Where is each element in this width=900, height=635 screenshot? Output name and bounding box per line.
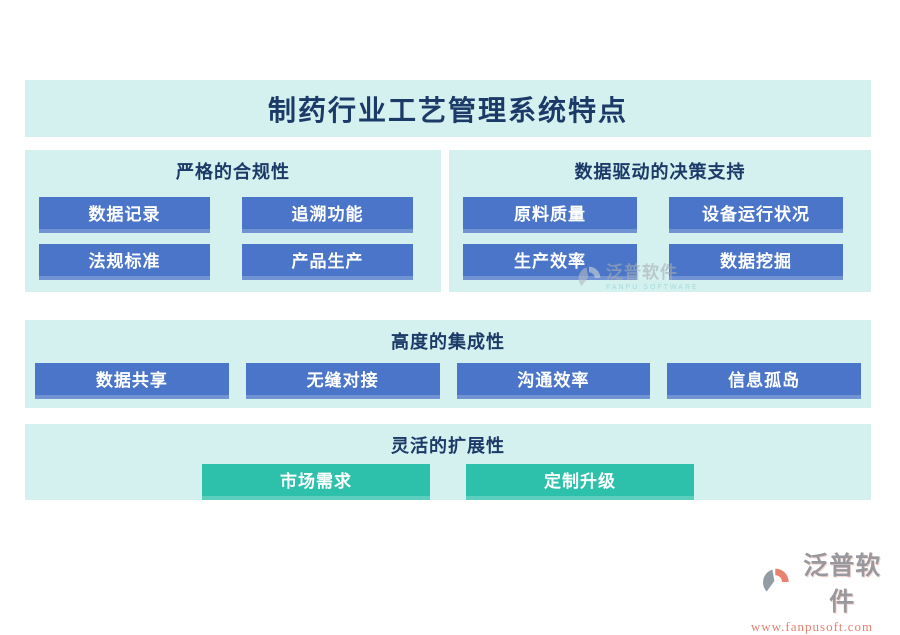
button-product-production[interactable]: 产品生产 (242, 244, 413, 280)
panel-integration-title: 高度的集成性 (391, 332, 505, 352)
footer-brand-url[interactable]: www.fanpusoft.com (750, 619, 874, 634)
panel-compliance-title: 严格的合规性 (176, 162, 290, 182)
button-information-silo[interactable]: 信息孤岛 (667, 363, 861, 399)
panel-decision-support: 数据驱动的决策支持 原料质量 设备运行状况 生产效率 数据挖掘 (449, 150, 871, 292)
panel-integration-buttons: 数据共享 无缝对接 沟通效率 信息孤岛 (25, 354, 871, 399)
panel-integration: 高度的集成性 数据共享 无缝对接 沟通效率 信息孤岛 (25, 320, 871, 408)
button-seamless-integration[interactable]: 无缝对接 (245, 363, 440, 399)
infographic: 制药行业工艺管理系统特点 严格的合规性 数据记录 追溯功能 法规标准 产品生产 … (25, 80, 880, 634)
title-banner: 制药行业工艺管理系统特点 (25, 80, 871, 137)
button-data-recording[interactable]: 数据记录 (39, 197, 210, 233)
button-equipment-status[interactable]: 设备运行状况 (669, 197, 843, 233)
panel-decision-buttons: 原料质量 设备运行状况 生产效率 数据挖掘 (449, 184, 871, 280)
button-data-mining[interactable]: 数据挖掘 (669, 244, 843, 280)
panel-compliance: 严格的合规性 数据记录 追溯功能 法规标准 产品生产 (25, 150, 441, 292)
button-market-demand[interactable]: 市场需求 (202, 464, 430, 500)
button-production-efficiency[interactable]: 生产效率 (463, 244, 637, 280)
page-title: 制药行业工艺管理系统特点 (267, 95, 628, 127)
button-traceability[interactable]: 追溯功能 (242, 197, 413, 233)
panel-compliance-buttons: 数据记录 追溯功能 法规标准 产品生产 (25, 184, 441, 280)
footer-brand-row: 泛普软件 (732, 546, 892, 618)
button-material-quality[interactable]: 原料质量 (463, 197, 637, 233)
panel-extensibility-title: 灵活的扩展性 (391, 436, 505, 456)
fanpu-logo-icon (763, 568, 789, 592)
panel-extensibility: 灵活的扩展性 市场需求 定制升级 (25, 424, 871, 500)
button-custom-upgrade[interactable]: 定制升级 (466, 464, 694, 500)
panel-decision-title: 数据驱动的决策支持 (574, 162, 746, 182)
button-communication-efficiency[interactable]: 沟通效率 (456, 363, 651, 399)
footer-brand-name: 泛普软件 (803, 553, 882, 616)
button-regulation-standards[interactable]: 法规标准 (39, 244, 210, 280)
footer-brand[interactable]: 泛普软件 www.fanpusoft.com (732, 546, 892, 635)
button-data-sharing[interactable]: 数据共享 (35, 363, 229, 399)
panel-extensibility-buttons: 市场需求 定制升级 (25, 458, 871, 500)
